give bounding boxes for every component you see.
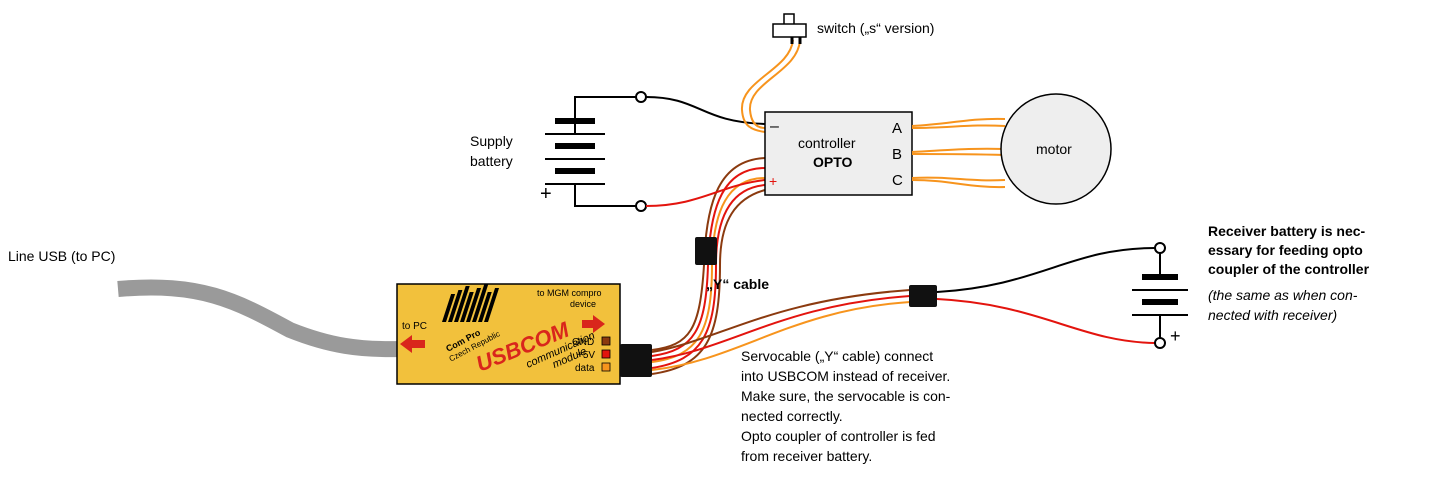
right-arrow-icon (582, 315, 605, 333)
receiver-note-line-4: (the same as when con- (1208, 287, 1358, 303)
servo-note-line-5: Opto coupler of controller is fed (741, 428, 936, 444)
usb-cable (117, 279, 401, 358)
supply-battery: + (540, 91, 647, 212)
terminal-minus: – (770, 118, 779, 135)
y-cable-wires-up (651, 157, 766, 375)
controller-box: controller OPTO – + A B C (764, 111, 913, 196)
controller-label: controller (798, 135, 856, 151)
receiver-note-line-3: coupler of the controller (1208, 261, 1370, 277)
to-device-label-1: to MGM compro (537, 288, 602, 298)
motor-icon (1000, 93, 1112, 205)
pin-data-label: data (575, 363, 595, 374)
left-arrow-icon (400, 335, 425, 353)
motor-label: motor (1036, 141, 1072, 157)
receiver-black-wire (936, 247, 1156, 293)
receiver-note-line-1: Receiver battery is nec- (1208, 223, 1366, 239)
phase-a-label: A (892, 120, 902, 137)
receiver-connector (909, 285, 937, 307)
supply-battery-label-1: Supply (470, 133, 513, 149)
switch-wire-1 (740, 39, 794, 133)
servo-note-line-2: into USBCOM instead of receiver. (741, 368, 950, 384)
servo-note-line-1: Servocable („Y“ cable) connect (741, 348, 933, 364)
controller-model: OPTO (813, 154, 853, 170)
pin-data (601, 362, 611, 372)
pin-5v-label: +5V (577, 350, 595, 361)
supply-battery-label-2: battery (470, 153, 513, 169)
pin-5v (601, 349, 611, 359)
receiver-note-line-2: essary for feeding opto (1208, 242, 1363, 258)
pin-gnd (601, 336, 611, 346)
receiver-red-wire (936, 298, 1156, 344)
terminal-plus: + (769, 173, 777, 189)
usbcom-connector (620, 344, 652, 377)
switch-label: switch („s“ version) (817, 20, 934, 36)
switch-icon (772, 13, 807, 44)
phase-c-label: C (892, 172, 903, 189)
y-cable-wires-right (651, 289, 911, 371)
motor-wires (911, 117, 1006, 189)
pin-gnd-label: GND (572, 337, 594, 348)
supply-plus-wire (645, 179, 766, 207)
servo-note-line-4: nected correctly. (741, 408, 843, 424)
receiver-battery-note: Receiver battery is nec- essary for feed… (1208, 223, 1370, 323)
supply-battery-plus: + (540, 183, 552, 205)
servocable-note: Servocable („Y“ cable) connect into USBC… (741, 348, 951, 464)
y-cable-label: „Y“ cable (706, 276, 769, 292)
receiver-battery-plus: + (1170, 326, 1181, 346)
supply-minus-wire (645, 96, 766, 125)
line-usb-label: Line USB (to PC) (8, 248, 115, 264)
mgm-logo (442, 284, 500, 322)
servo-note-line-6: from receiver battery. (741, 448, 872, 464)
receiver-note-line-5: nected with receiver) (1208, 307, 1337, 323)
y-cable-connector (695, 237, 717, 265)
phase-b-label: B (892, 146, 902, 163)
to-device-label-2: device (570, 299, 596, 309)
receiver-battery: + (1132, 242, 1188, 349)
usbcom-module: to PC to MGM compro device Com Pro Czech… (396, 283, 621, 385)
servo-note-line-3: Make sure, the servocable is con- (741, 388, 951, 404)
switch-wire-2 (748, 39, 801, 129)
to-pc-label: to PC (402, 321, 427, 332)
